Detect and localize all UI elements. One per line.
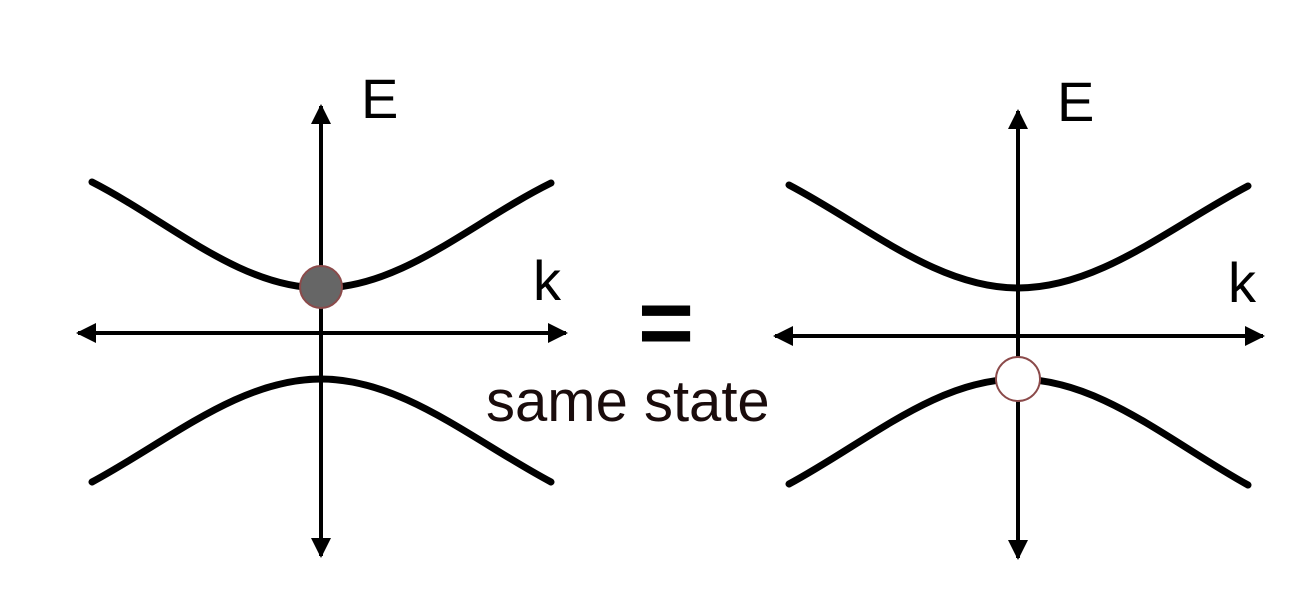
left-valence-band [88, 375, 555, 486]
equals-sign: = [638, 269, 694, 376]
left-energy-axis-label: E [361, 67, 398, 130]
right-momentum-axis-label: k [1228, 251, 1257, 314]
right-conduction-band [785, 181, 1252, 292]
right-panel: E k [773, 70, 1265, 560]
caption-same-state: same state [486, 369, 770, 434]
left-panel: E k [76, 67, 568, 558]
right-energy-axis-label: E [1057, 70, 1094, 133]
right-empty-state-marker [995, 356, 1041, 402]
left-momentum-axis-label: k [533, 249, 562, 312]
left-filled-state-marker [299, 265, 343, 309]
